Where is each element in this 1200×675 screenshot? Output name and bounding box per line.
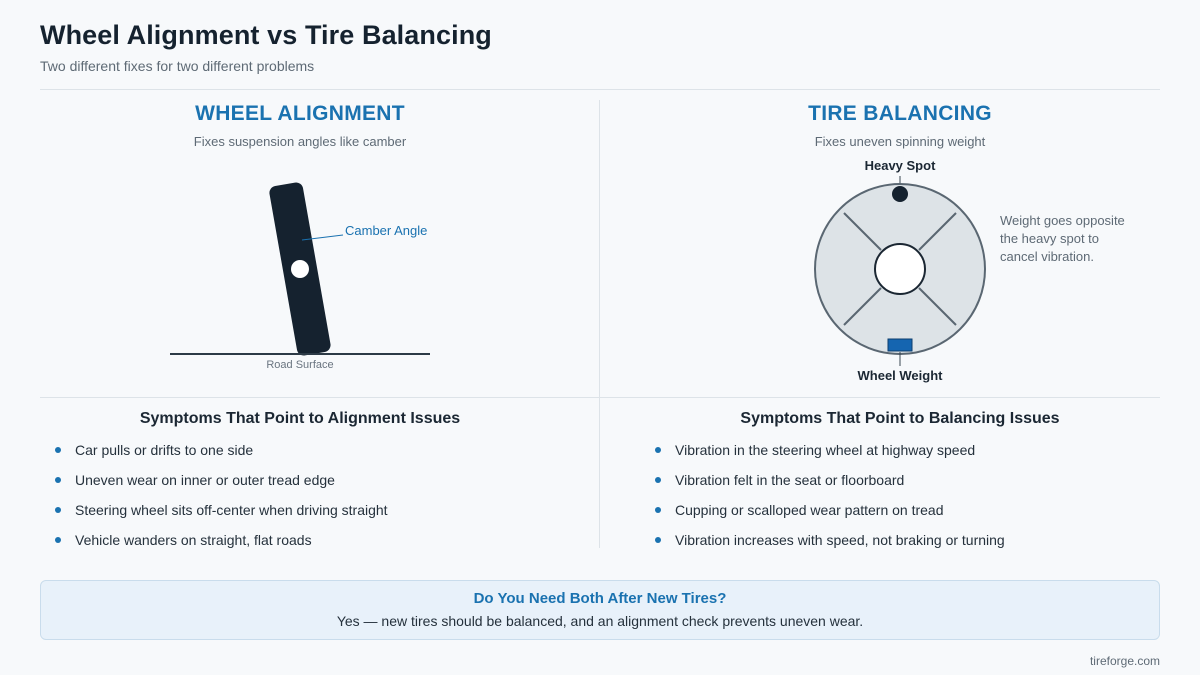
heavy-spot-marker bbox=[892, 186, 908, 202]
symptom-text: Vibration in the steering wheel at highw… bbox=[675, 442, 976, 458]
alignment-header: WHEEL ALIGNMENT Fixes suspension angles … bbox=[20, 102, 580, 149]
road-surface-label: Road Surface bbox=[266, 359, 333, 371]
callout-text: Yes — new tires should be balanced, and … bbox=[336, 613, 864, 629]
alignment-symptoms-title: Symptoms That Point to Alignment Issues bbox=[139, 410, 461, 427]
symptom-text: Vibration increases with speed, not brak… bbox=[675, 532, 1005, 548]
bullet-icon bbox=[655, 447, 661, 453]
symptom-text: Cupping or scalloped wear pattern on tre… bbox=[675, 502, 944, 518]
column-divider bbox=[599, 100, 600, 548]
brand-footer: tireforge.com bbox=[1089, 654, 1160, 668]
camber-indicator-line bbox=[301, 234, 344, 241]
balancing-symptoms-list: Vibration in the steering wheel at highw… bbox=[655, 441, 1005, 561]
wheel-spoke bbox=[843, 212, 882, 251]
bullet-icon bbox=[655, 507, 661, 513]
callout-title: Do You Need Both After New Tires? bbox=[473, 590, 727, 607]
page-title: Wheel Alignment vs Tire Balancing bbox=[40, 20, 492, 50]
bullet-icon bbox=[55, 537, 61, 543]
symptom-text: Steering wheel sits off-center when driv… bbox=[75, 502, 388, 518]
list-item: Vibration in the steering wheel at highw… bbox=[655, 441, 1005, 471]
callout-box: Do You Need Both After New Tires? Yes — … bbox=[40, 580, 1160, 640]
bullet-icon bbox=[55, 507, 61, 513]
bullet-icon bbox=[55, 477, 61, 483]
balance-note-line: the heavy spot to bbox=[1000, 231, 1099, 246]
page-subtitle: Two different fixes for two different pr… bbox=[40, 58, 315, 74]
alignment-subtitle: Fixes suspension angles like camber bbox=[193, 134, 407, 149]
wheel-hub bbox=[874, 243, 926, 295]
symptom-text: Vibration felt in the seat or floorboard bbox=[675, 472, 905, 488]
wheel-weight-label: Wheel Weight bbox=[858, 368, 944, 383]
heavy-spot-label: Heavy Spot bbox=[865, 158, 936, 173]
alignment-title: WHEEL ALIGNMENT bbox=[195, 102, 405, 125]
wheel-hub-icon bbox=[291, 260, 309, 278]
bullet-icon bbox=[655, 477, 661, 483]
wheel-spoke bbox=[843, 287, 882, 326]
symptom-text: Car pulls or drifts to one side bbox=[75, 442, 254, 458]
balance-note-line: cancel vibration. bbox=[1000, 249, 1094, 264]
balancing-header: TIRE BALANCING Fixes uneven spinning wei… bbox=[620, 102, 1180, 149]
camber-angle-label: Camber Angle bbox=[345, 223, 427, 238]
balancing-title: TIRE BALANCING bbox=[808, 102, 992, 125]
alignment-symptoms-list: Car pulls or drifts to one side Uneven w… bbox=[55, 441, 388, 561]
list-item: Cupping or scalloped wear pattern on tre… bbox=[655, 501, 1005, 531]
symptom-text: Uneven wear on inner or outer tread edge bbox=[75, 472, 335, 488]
balancing-subtitle: Fixes uneven spinning weight bbox=[814, 134, 986, 149]
symptom-text: Vehicle wanders on straight, flat roads bbox=[75, 532, 312, 548]
section-divider bbox=[40, 397, 1160, 398]
wheel-spoke bbox=[918, 287, 957, 326]
balance-note-line: Weight goes opposite bbox=[1000, 213, 1125, 228]
wheel-weight-marker bbox=[887, 338, 913, 352]
list-item: Car pulls or drifts to one side bbox=[55, 441, 388, 471]
balancing-symptoms-title: Symptoms That Point to Balancing Issues bbox=[740, 410, 1060, 427]
list-item: Vibration increases with speed, not brak… bbox=[655, 531, 1005, 561]
wheel-spoke bbox=[918, 212, 957, 251]
list-item: Vibration felt in the seat or floorboard bbox=[655, 471, 1005, 501]
header-divider bbox=[40, 89, 1160, 90]
list-item: Uneven wear on inner or outer tread edge bbox=[55, 471, 388, 501]
list-item: Vehicle wanders on straight, flat roads bbox=[55, 531, 388, 561]
list-item: Steering wheel sits off-center when driv… bbox=[55, 501, 388, 531]
bullet-icon bbox=[55, 447, 61, 453]
bullet-icon bbox=[655, 537, 661, 543]
